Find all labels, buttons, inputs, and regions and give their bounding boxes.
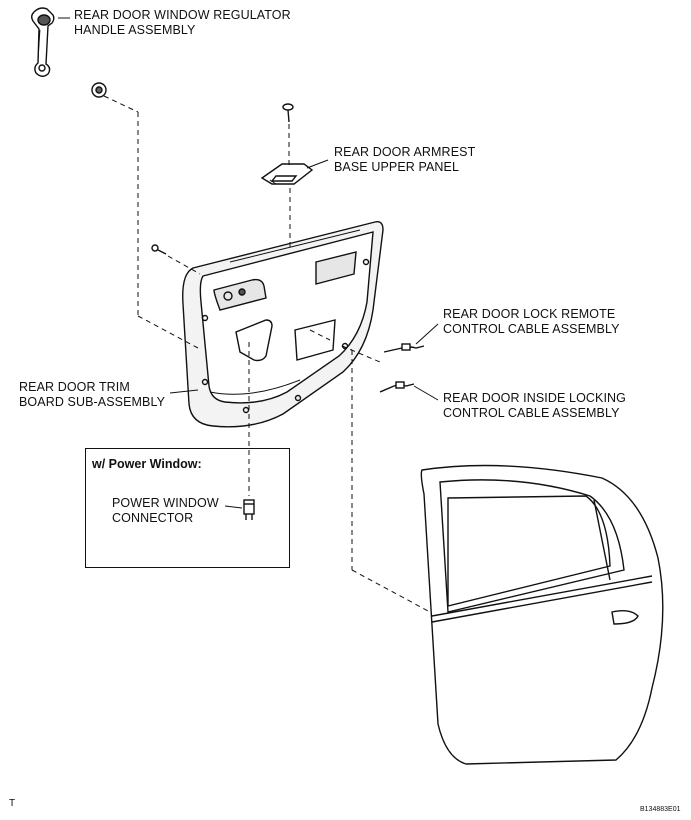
inside-locking-cable-label: REAR DOOR INSIDE LOCKING CONTROL CABLE A… <box>443 391 626 420</box>
figure-code: B134883E01 <box>640 806 681 813</box>
power-window-connector <box>243 499 255 520</box>
trim-board <box>182 220 384 428</box>
inset-title: w/ Power Window: <box>92 457 202 471</box>
armrest-base-upper-panel <box>260 163 314 185</box>
regulator-handle-label: REAR DOOR WINDOW REGULATOR HANDLE ASSEMB… <box>74 8 291 37</box>
screw-top <box>282 103 294 123</box>
trim-board-label: REAR DOOR TRIM BOARD SUB-ASSEMBLY <box>19 380 166 409</box>
rear-door <box>420 464 664 765</box>
power-window-inset: w/ Power Window: <box>85 448 290 568</box>
inside-locking-cable <box>379 381 415 393</box>
callout-leaders <box>58 17 439 509</box>
corner-mark: T <box>9 798 16 809</box>
armrest-panel-label: REAR DOOR ARMREST BASE UPPER PANEL <box>334 145 476 174</box>
clip-washer <box>91 82 107 98</box>
window-regulator-handle <box>31 7 55 77</box>
lock-remote-cable <box>383 343 425 353</box>
screw-left <box>151 244 167 255</box>
power-window-connector-label: POWER WINDOW CONNECTOR <box>112 496 219 525</box>
dashed-leaders <box>103 95 431 613</box>
lock-remote-cable-label: REAR DOOR LOCK REMOTE CONTROL CABLE ASSE… <box>443 307 620 336</box>
